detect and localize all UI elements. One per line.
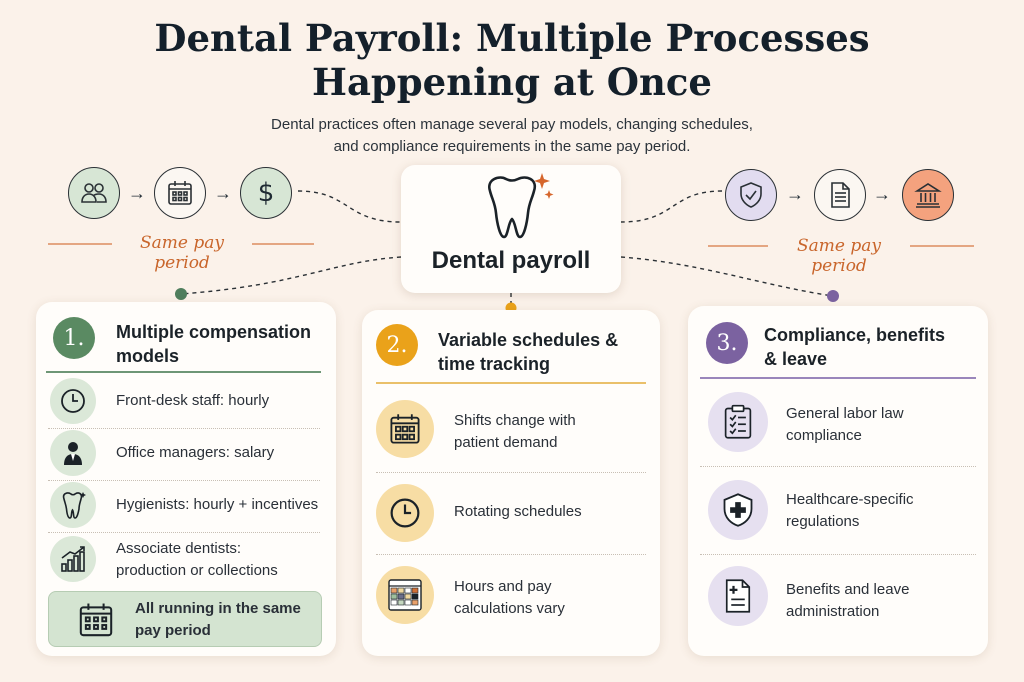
connector-card-1 — [180, 256, 402, 295]
card-1-item-3-text: Hygienists: hourly + incentives — [116, 496, 319, 513]
page-title: Dental Payroll: Multiple Processes Happe… — [0, 16, 1024, 104]
card-2-number: 2. — [376, 324, 418, 366]
card-1-item-1-text: Front-desk staff: hourly — [116, 392, 270, 409]
card-1-heading-line-1: Multiple compensation — [116, 322, 312, 342]
card-1-footer-line-1: All running in the same — [135, 600, 301, 617]
bank-icon — [902, 169, 954, 221]
subtitle-line-1: Dental practices often manage several pa… — [271, 116, 753, 133]
card-2-item-3-line-1: Hours and pay — [454, 578, 552, 595]
flow-arrow-left-1: → — [128, 183, 146, 203]
card-2-heading-line-1: Variable schedules & — [438, 330, 619, 350]
flow-arrow-left-2: → — [214, 183, 232, 203]
card-1-divider-2 — [48, 480, 320, 481]
manager-icon — [50, 430, 96, 476]
card-1-footer-text: All running in the same pay period — [135, 598, 320, 642]
card-3-rule — [700, 377, 976, 379]
subtitle-line-2: and compliance requirements in the same … — [333, 138, 691, 155]
card-2-item-1-line-2: patient demand — [454, 434, 558, 451]
card-1-number: 1. — [53, 317, 95, 359]
card-3-item-1-line-1: General labor law — [786, 405, 904, 422]
card-1-footer: All running in the same pay period — [48, 591, 322, 647]
dental-payroll-card: Dental payroll — [401, 165, 621, 293]
clock-icon — [50, 378, 96, 424]
card-3-item-3-line-1: Benefits and leave — [786, 581, 910, 598]
flow-arrow-right-2: → — [873, 184, 891, 204]
card-2-divider-2 — [376, 554, 646, 555]
card-compliance-benefits: 3. Compliance, benefits & leave General … — [688, 306, 988, 656]
dollar-icon: $ — [240, 167, 292, 219]
card-1-item-4-line-1: Associate dentists: — [116, 540, 242, 557]
calendar-icon — [154, 167, 206, 219]
tooth-icon — [50, 482, 96, 528]
card-2-item-1-line-1: Shifts change with — [454, 412, 576, 429]
card-1-footer-line-2: pay period — [135, 622, 211, 639]
timesheet-icon — [376, 566, 434, 624]
card-variable-schedules: 2. Variable schedules & time tracking Sh… — [362, 310, 660, 656]
card-1-heading: Multiple compensation models — [116, 320, 326, 368]
title-line-2: Happening at Once — [312, 60, 712, 104]
card-3-item-1: General labor law compliance — [786, 403, 981, 447]
medical-shield-icon — [708, 480, 768, 540]
card-2-heading: Variable schedules & time tracking — [438, 328, 653, 376]
card-2-divider-1 — [376, 472, 646, 473]
card-3-heading-line-2: & leave — [764, 349, 828, 369]
card-1-rule — [46, 371, 321, 373]
card-1-item-2: Office managers: salary — [116, 442, 326, 464]
card-1-item-1: Front-desk staff: hourly — [116, 390, 326, 412]
card-2-item-2-text: Rotating schedules — [454, 503, 582, 520]
footer-calendar-icon — [77, 601, 115, 644]
center-label: Dental payroll — [431, 247, 591, 274]
card-1-divider-1 — [48, 428, 320, 429]
card-3-item-1-line-2: compliance — [786, 427, 862, 444]
card-2-item-3: Hours and pay calculations vary — [454, 576, 649, 620]
clock-icon — [376, 484, 434, 542]
connector-dot-3 — [827, 290, 839, 302]
people-icon — [68, 167, 120, 219]
card-2-item-2: Rotating schedules — [454, 501, 649, 523]
card-3-heading-line-1: Compliance, benefits — [764, 325, 946, 345]
document-icon — [814, 169, 866, 221]
calendar-grid-icon — [376, 400, 434, 458]
card-1-item-2-text: Office managers: salary — [116, 444, 275, 461]
connector-left-flow — [297, 190, 402, 223]
card-compensation-models: 1. Multiple compensation models Front-de… — [36, 302, 336, 656]
page-subtitle: Dental practices often manage several pa… — [0, 114, 1024, 158]
card-1-item-3: Hygienists: hourly + incentives — [116, 494, 331, 516]
card-1-item-4-line-2: production or collections — [116, 562, 278, 579]
connector-right-flow — [620, 190, 723, 223]
right-period-label: Same pay period — [797, 236, 881, 276]
medical-form-icon — [708, 566, 768, 626]
tooth-sparkle-icon — [488, 173, 554, 239]
card-2-rule — [376, 382, 646, 384]
shield-check-icon — [725, 169, 777, 221]
flow-arrow-right-1: → — [786, 184, 804, 204]
card-1-item-4: Associate dentists: production or collec… — [116, 538, 326, 582]
card-3-heading: Compliance, benefits & leave — [764, 323, 979, 371]
card-2-item-1: Shifts change with patient demand — [454, 410, 649, 454]
card-3-item-3: Benefits and leave administration — [786, 579, 981, 623]
connector-dot-1 — [175, 288, 187, 300]
card-3-number: 3. — [706, 322, 748, 364]
card-3-divider-1 — [700, 466, 976, 467]
left-period-label: Same pay period — [140, 233, 224, 273]
card-1-heading-line-2: models — [116, 346, 180, 366]
card-2-heading-line-2: time tracking — [438, 354, 551, 374]
card-3-item-2-line-1: Healthcare-specific — [786, 491, 914, 508]
card-1-divider-3 — [48, 532, 320, 533]
card-2-item-3-line-2: calculations vary — [454, 600, 565, 617]
growth-chart-icon — [50, 536, 96, 582]
title-line-1: Dental Payroll: Multiple Processes — [154, 16, 870, 60]
card-3-item-3-line-2: administration — [786, 603, 880, 620]
card-3-item-2: Healthcare-specific regulations — [786, 489, 981, 533]
checklist-icon — [708, 392, 768, 452]
card-3-item-2-line-2: regulations — [786, 513, 860, 530]
card-3-divider-2 — [700, 554, 976, 555]
